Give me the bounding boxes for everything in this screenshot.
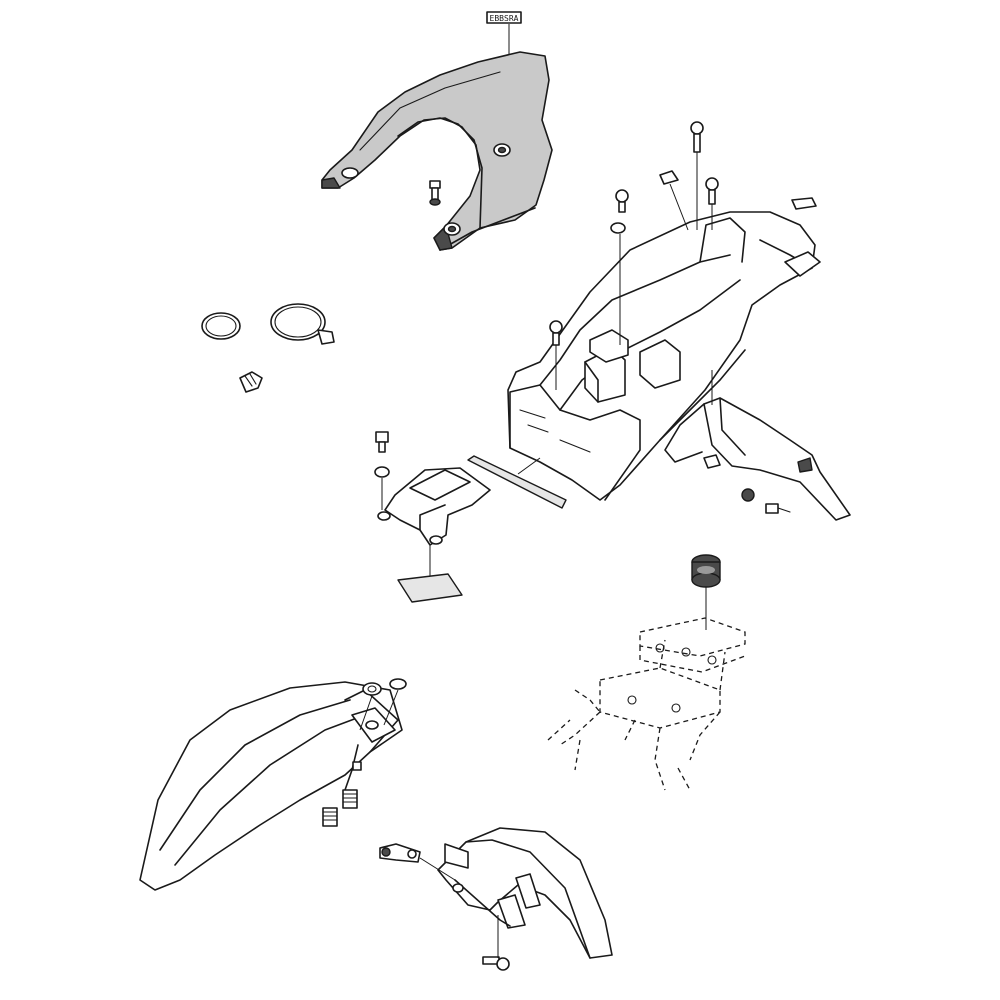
rear-frame-reference <box>547 617 746 791</box>
fender-label-plate <box>791 197 817 210</box>
rail-mounting-bolt <box>429 180 441 206</box>
foam-pad <box>397 573 463 603</box>
small-clip <box>239 371 263 393</box>
rubber-rings <box>201 303 335 345</box>
rubber-strip <box>467 455 567 509</box>
license-bracket <box>664 370 851 521</box>
bracket-bolts <box>741 488 791 514</box>
label-plate-text: EBBSRA <box>490 14 519 23</box>
seat-lock-bracket <box>374 431 491 578</box>
grab-rail <box>321 51 553 251</box>
rear-inner-fender <box>507 211 821 501</box>
hugger-bolt <box>482 915 510 971</box>
front-fender <box>139 681 403 891</box>
rear-hugger <box>437 827 613 959</box>
hugger-clip <box>379 843 456 881</box>
fender-bolts <box>549 121 719 390</box>
front-fender-bolts <box>322 678 407 827</box>
rubber-damper <box>691 554 721 630</box>
